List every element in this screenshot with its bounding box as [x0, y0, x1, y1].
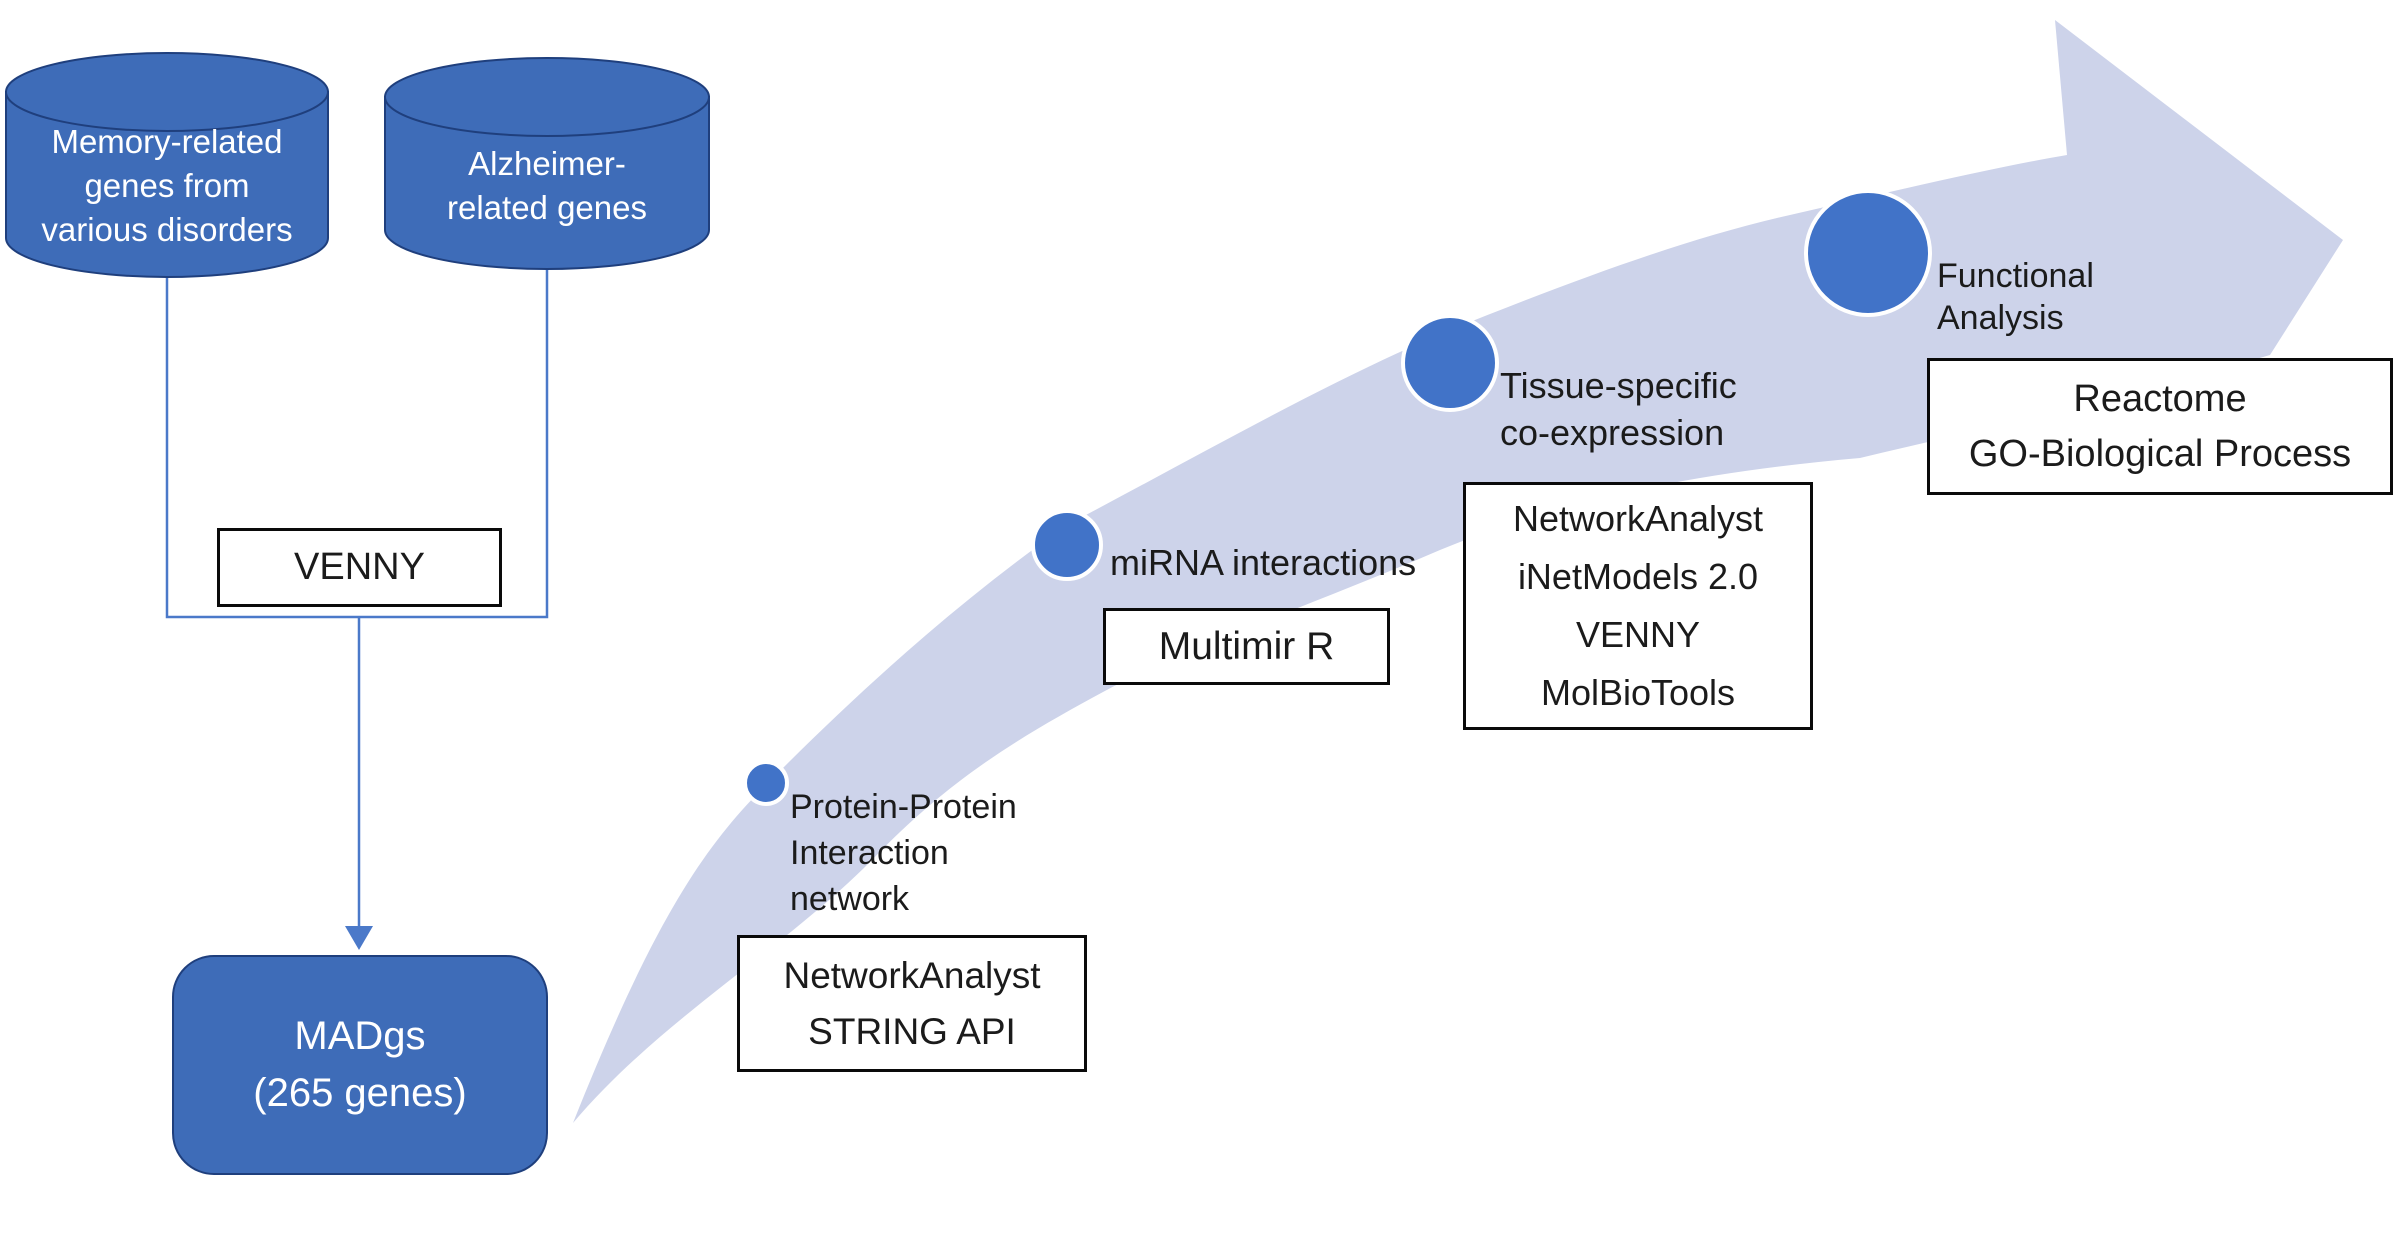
memory-genes-db-label: Memory-related genes from various disord… [17, 120, 317, 252]
label-line: related genes [447, 189, 647, 226]
milestone-dot-functional [1804, 189, 1932, 317]
tool-name: VENNY [1575, 614, 1701, 655]
label-line: Interaction [790, 834, 949, 872]
step-label-ppi-network: Protein-Protein Interaction network [790, 784, 1120, 922]
tool-name: GO-Biological Process [1968, 432, 2352, 475]
tools-box-ppi: NetworkAnalyst STRING API [737, 935, 1087, 1072]
result-line: (265 genes) [253, 1071, 467, 1115]
result-line: MADgs [294, 1014, 426, 1058]
tool-name: VENNY [294, 546, 425, 588]
database-cylinder-alzheimer-genes [384, 57, 710, 270]
tool-name: Reactome [2073, 377, 2247, 420]
tool-name: MolBioTools [1540, 672, 1736, 713]
step-label-tissue-coexpression: Tissue-specific co-expression [1500, 362, 1830, 456]
label-line: Memory-related [51, 123, 283, 160]
madgs-result-box: MADgs (265 genes) [172, 955, 548, 1175]
tool-name: iNetModels 2.0 [1517, 556, 1759, 597]
step-label-functional-analysis: Functional Analysis [1937, 255, 2217, 339]
label-line: genes from [84, 167, 250, 204]
tools-box-functional: Reactome GO-Biological Process [1927, 358, 2393, 495]
merge-bracket-line [165, 269, 549, 619]
tools-box-tissue: NetworkAnalyst iNetModels 2.0 VENNY MolB… [1463, 482, 1813, 730]
tool-name: STRING API [808, 1010, 1016, 1052]
step-label-mirna: miRNA interactions [1110, 540, 1530, 585]
label-line: various disorders [41, 211, 293, 248]
label-line: Analysis [1937, 299, 2064, 337]
label-line: Protein-Protein [790, 788, 1017, 826]
alzheimer-genes-db-label: Alzheimer- related genes [397, 142, 697, 230]
tool-name: Multimir R [1158, 624, 1335, 668]
milestone-dot-mirna [1031, 509, 1103, 581]
cylinder-top-ellipse [384, 57, 710, 137]
milestone-dot-tissue [1401, 314, 1499, 412]
label-line: co-expression [1500, 412, 1725, 453]
venny-merge-box: VENNY [217, 528, 502, 607]
label-line: miRNA interactions [1110, 542, 1417, 583]
label-line: Alzheimer- [468, 145, 626, 182]
database-cylinder-memory-genes [5, 52, 329, 278]
down-arrow-head [345, 926, 373, 950]
label-line: network [790, 880, 910, 918]
milestone-dot-ppi [743, 760, 789, 806]
label-line: Functional [1937, 257, 2094, 295]
tool-name: NetworkAnalyst [1512, 498, 1764, 539]
cylinder-top-ellipse [5, 52, 329, 132]
label-line: Tissue-specific [1500, 365, 1737, 406]
tool-name: NetworkAnalyst [783, 954, 1041, 996]
tools-box-mirna: Multimir R [1103, 608, 1390, 685]
